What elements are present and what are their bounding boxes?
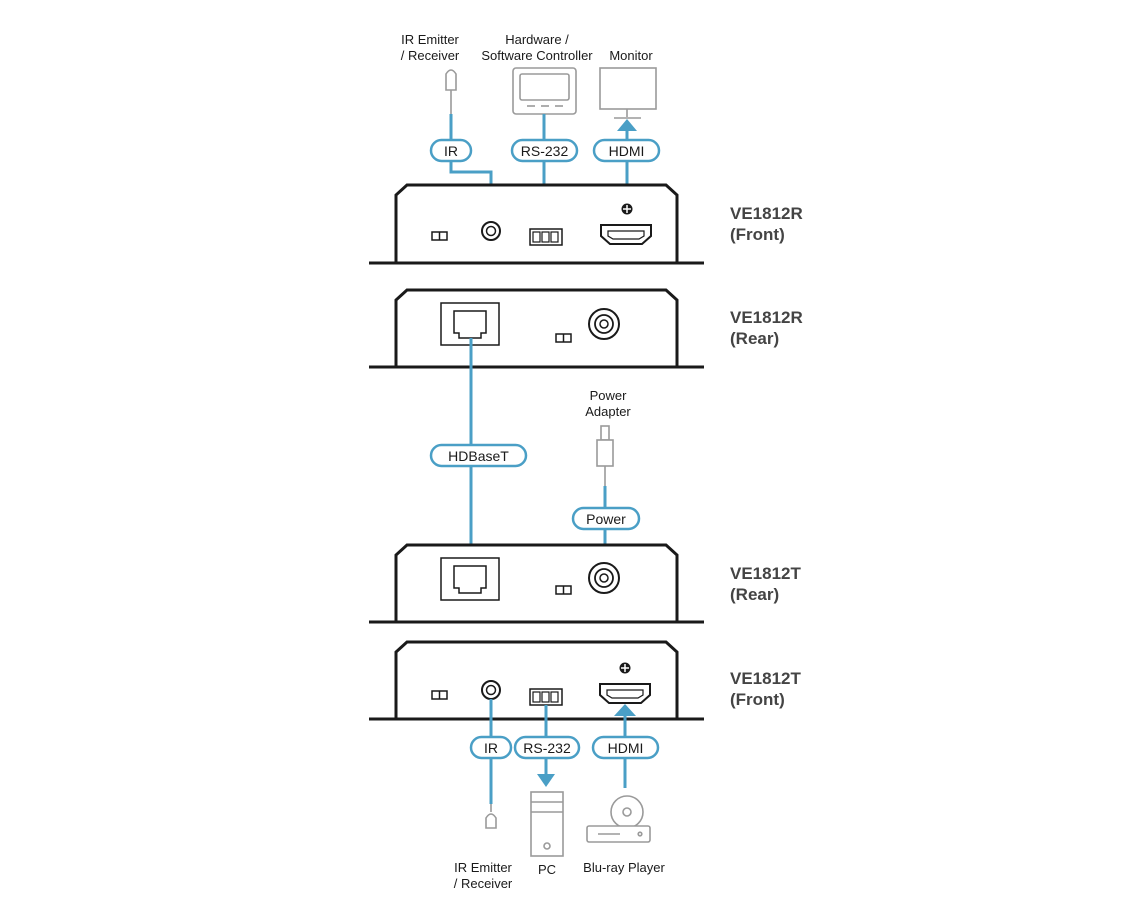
controller-icon [512, 67, 577, 115]
power-jack-icon [588, 308, 620, 340]
top-controller-label-2: Software Controller [481, 48, 593, 63]
pill-hdbaset: HDBaseT [429, 443, 528, 468]
top-ir-emitter-icon [445, 69, 457, 114]
rs232-port-icon [529, 228, 563, 246]
svg-text:RS-232: RS-232 [523, 740, 571, 756]
bluray-player-icon [586, 795, 651, 843]
bottom-ir-emitter-icon [485, 804, 497, 829]
rs232-port-icon [529, 688, 563, 706]
top-monitor-label: Monitor [609, 48, 653, 63]
ve1812r-rear-panel [369, 288, 704, 369]
pill-power: Power [571, 506, 641, 531]
pill-rs232-bottom: RS-232 [513, 735, 581, 760]
ve1812r-front-view: (Front) [730, 225, 785, 244]
ve1812r-rear-view: (Rear) [730, 329, 779, 348]
pill-hdmi-bottom: HDMI [591, 735, 660, 760]
pill-hdmi-top: HDMI [592, 138, 661, 163]
hdmi-port-icon [599, 662, 651, 704]
svg-text:HDMI: HDMI [608, 740, 644, 756]
svg-text:Power: Power [586, 511, 626, 527]
monitor-icon [599, 67, 657, 119]
ve1812r-front-panel [369, 183, 704, 265]
pill-ir-top: IR [429, 138, 473, 163]
bottom-rs232-cable [537, 705, 555, 787]
ve1812t-front-name: VE1812T [730, 669, 801, 688]
bluray-label: Blu-ray Player [583, 860, 665, 875]
ve1812t-front-view: (Front) [730, 690, 785, 709]
pill-rs232-top: RS-232 [510, 138, 579, 163]
ve1812t-rear-view: (Rear) [730, 585, 779, 604]
top-ir-emitter-label-2: / Receiver [401, 48, 460, 63]
bottom-ir-emitter-label-2: / Receiver [454, 876, 513, 891]
power-adapter-label-2: Adapter [585, 404, 631, 419]
rj45-port-icon [440, 557, 500, 601]
power-adapter-icon [596, 425, 614, 486]
ve1812t-rear-name: VE1812T [730, 564, 801, 583]
bottom-hdmi-cable [614, 704, 636, 788]
pill-ir-bottom: IR [469, 735, 513, 760]
pc-tower-icon [530, 791, 564, 857]
top-controller-label-1: Hardware / [505, 32, 569, 47]
ve1812t-front-panel [369, 640, 704, 721]
top-ir-emitter-label-1: IR Emitter [401, 32, 459, 47]
power-jack-icon [588, 562, 620, 594]
ve1812r-front-name: VE1812R [730, 204, 803, 223]
bottom-ir-emitter-label-1: IR Emitter [454, 860, 512, 875]
svg-text:IR: IR [484, 740, 498, 756]
svg-text:RS-232: RS-232 [521, 143, 569, 159]
ve1812t-rear-panel [369, 543, 704, 624]
svg-text:HDBaseT: HDBaseT [448, 448, 509, 464]
hdmi-port-icon [600, 203, 652, 245]
svg-text:HDMI: HDMI [609, 143, 645, 159]
power-adapter-label-1: Power [590, 388, 628, 403]
svg-text:IR: IR [444, 143, 458, 159]
pc-label: PC [538, 862, 556, 877]
ve1812r-rear-name: VE1812R [730, 308, 803, 327]
